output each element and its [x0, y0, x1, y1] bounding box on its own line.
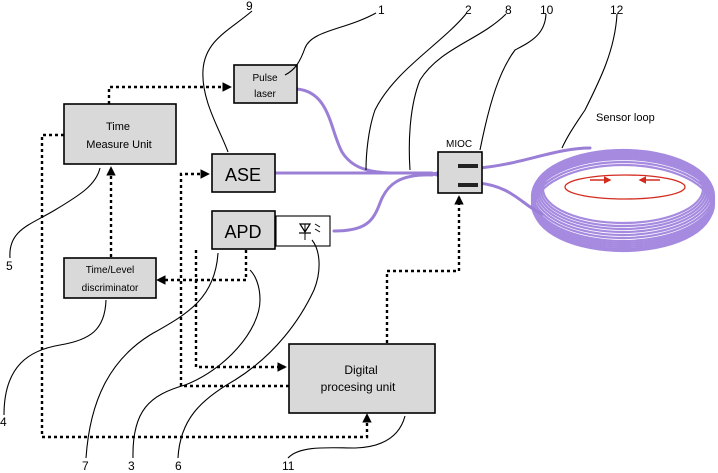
discriminator-label-1: Time/Level — [86, 265, 135, 276]
callout-7: 7 — [82, 459, 89, 473]
apd-to-discriminator — [156, 250, 248, 285]
tmu-label-2: Measure Unit — [86, 139, 151, 151]
leader-6 — [177, 239, 320, 459]
tmu-to-dpu — [40, 133, 372, 439]
pulse-laser-fiber — [295, 87, 392, 175]
leader-5 — [9, 167, 101, 259]
sensor-coil — [530, 148, 716, 253]
pulse-laser-label-2: laser — [254, 89, 276, 100]
leader-7 — [85, 252, 219, 459]
photodiode-icon — [275, 215, 331, 247]
coil-fiber-top — [476, 146, 592, 170]
sagnac-ellipse — [564, 174, 686, 200]
callout-9: 9 — [246, 0, 253, 13]
leader-1 — [284, 12, 377, 76]
callout-5: 5 — [6, 259, 13, 273]
leader-9 — [202, 10, 253, 153]
tmu-to-pulse-laser — [107, 82, 232, 104]
mioc-block — [437, 151, 483, 194]
ase-block: ASE — [211, 153, 276, 193]
tmu-label-1: Time — [106, 121, 130, 133]
callout-12: 12 — [610, 3, 624, 17]
time-measure-unit-block: Time Measure Unit — [63, 103, 177, 165]
callout-8: 8 — [505, 3, 512, 17]
callout-11: 11 — [282, 459, 295, 473]
leader-8 — [408, 13, 507, 171]
coil-fiber-bottom — [476, 181, 544, 216]
pulse-laser-block: Pulse laser — [233, 64, 298, 104]
ase-label: ASE — [225, 165, 261, 185]
apd-label: APD — [224, 222, 261, 242]
callout-3: 3 — [128, 459, 135, 473]
pulse-laser-label-1: Pulse — [252, 73, 277, 84]
dpu-to-ase — [179, 169, 289, 388]
leader-12 — [561, 13, 618, 149]
dpu-label-2: procesing unit — [321, 380, 396, 394]
apd-to-dpu — [194, 250, 287, 372]
callout-4: 4 — [0, 415, 7, 429]
callout-10: 10 — [540, 3, 554, 17]
callout-1: 1 — [378, 3, 385, 17]
discriminator-label-2: discriminator — [82, 283, 139, 294]
dpu-label-1: Digital — [344, 363, 377, 377]
callout-6: 6 — [175, 459, 182, 473]
dpu-to-mioc — [385, 195, 464, 343]
leader-10 — [479, 13, 547, 151]
digital-processing-unit-block: Digital procesing unit — [288, 343, 436, 414]
discriminator-block: Time/Level discriminator — [63, 257, 157, 299]
mioc-label: MIOC — [446, 139, 472, 150]
apd-block: APD — [211, 210, 276, 250]
leader-4 — [3, 299, 107, 416]
leader-2 — [365, 13, 467, 171]
leader-3 — [132, 269, 261, 459]
sensor-loop-label: Sensor loop — [596, 112, 655, 124]
leader-11 — [287, 415, 406, 459]
callout-2: 2 — [465, 3, 472, 17]
apd-fiber — [332, 173, 434, 233]
